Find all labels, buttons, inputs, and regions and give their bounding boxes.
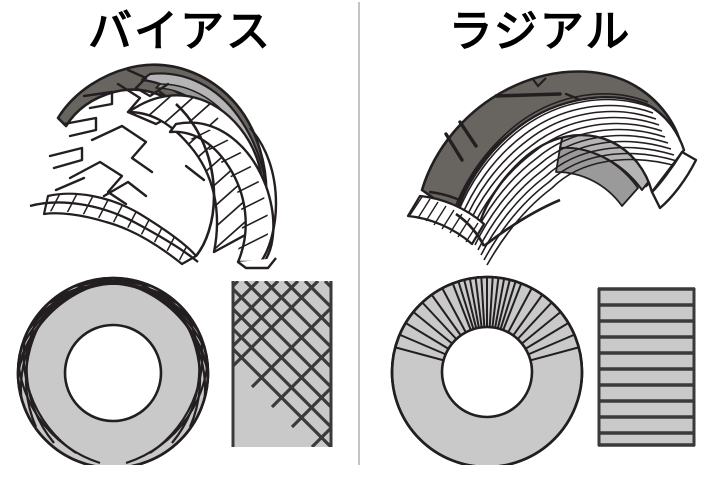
panel-divider: [358, 2, 360, 465]
panel-bias: バイアス: [0, 0, 360, 465]
radial-ply-hatch: [453, 93, 698, 266]
bias-cutaway-outline: [175, 103, 216, 257]
bias-ply-cross-section-donut: [0, 255, 230, 465]
radial-ply-tire-cutaway: [360, 0, 720, 270]
radial-cutaway-outline: [455, 198, 561, 248]
bias-cord-crosshatch: [14, 275, 212, 465]
panel-radial: ラジアル: [360, 0, 720, 480]
bias-swatch-lines: [232, 281, 332, 447]
radial-ply-arc-lines: [453, 93, 681, 266]
heading-bias: バイアス: [88, 6, 272, 57]
heading-radial: ラジアル: [448, 6, 632, 57]
radial-ply-cross-section-donut: [385, 255, 600, 465]
bias-ply-tire-cutaway: [0, 0, 360, 270]
radial-ply-horizontal-swatch: [590, 278, 705, 456]
radial-swatch-lines: [598, 287, 695, 447]
radial-inner-ply-block: [406, 194, 486, 246]
bias-ply-crosshatch-swatch: [225, 272, 345, 457]
